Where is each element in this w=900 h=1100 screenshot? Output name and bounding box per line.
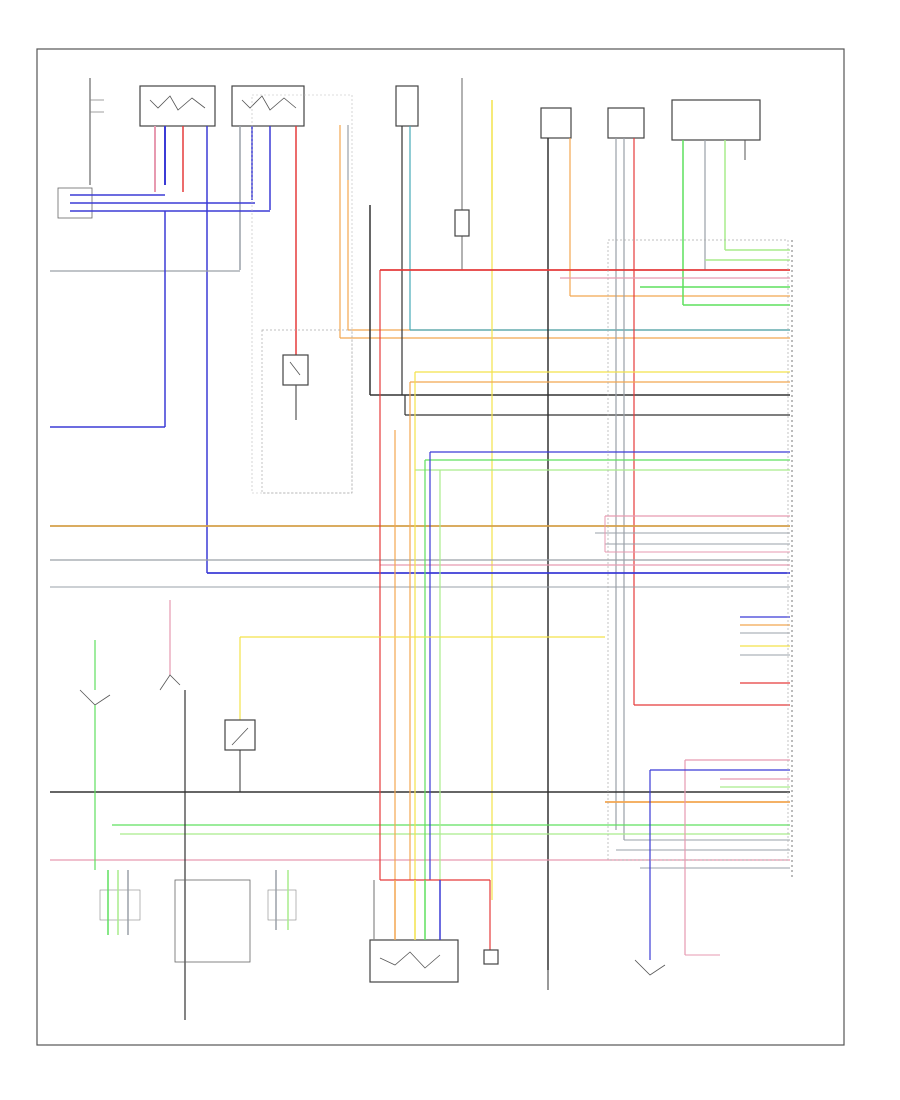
bottom-connectors [99,870,720,990]
right-connector-wires [50,249,790,955]
center-harness [339,85,790,416]
right-column [540,99,790,920]
top-left-feed [89,78,104,185]
sensor-pair [454,78,493,900]
left-harness [50,185,270,428]
diagram-frame [36,48,845,1046]
relay-box [251,94,353,494]
switch-box-1 [139,85,216,573]
switch-box-2 [231,85,305,355]
bottom-left-switches [79,600,256,1020]
center-verticals [239,270,605,950]
